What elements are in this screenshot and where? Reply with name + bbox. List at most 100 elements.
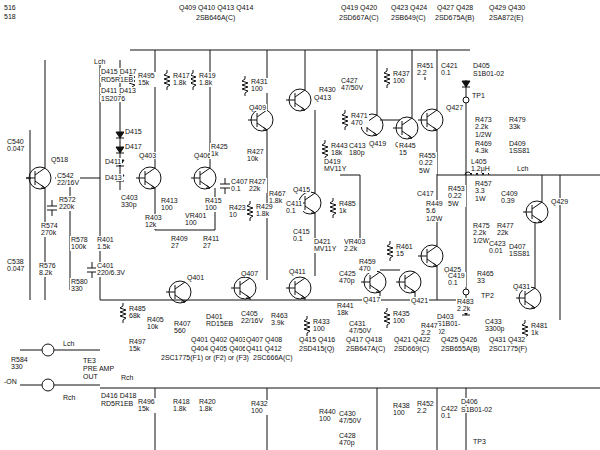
part-label: D413 — [104, 174, 123, 181]
part-label: R477 22k — [496, 222, 515, 237]
part-label: R578 100k — [70, 236, 89, 251]
part-label: C538 0.047 — [6, 258, 26, 273]
part-label: R469 4.3k — [474, 140, 493, 155]
part-label: 2SC1775(F1) or (F2) or (F3) — [160, 354, 250, 361]
part-label: C433 3300p — [484, 318, 505, 333]
part-label: D406 — [460, 398, 479, 405]
transistor-symbol — [191, 167, 216, 189]
part-label: R443 18k — [330, 142, 349, 157]
wire — [437, 80, 600, 320]
transistor-symbol — [286, 89, 311, 111]
part-label: R447 2.2 — [420, 322, 439, 337]
part-label: Q429 — [550, 198, 569, 205]
part-label: Q423 Q424 — [390, 4, 428, 11]
part-label: R405 10k — [146, 316, 165, 331]
part-label: R417 1.8k — [172, 72, 191, 87]
capacitor-symbol — [220, 178, 230, 194]
part-label: PRE AMP — [82, 365, 115, 372]
wires — [20, 50, 600, 450]
part-label: D401 RD15EB — [205, 313, 234, 328]
part-label: 2SB655A(B) — [440, 345, 481, 352]
resistor-symbol — [304, 316, 310, 336]
transistor-symbol — [248, 109, 273, 131]
part-label: R415 100 — [204, 197, 223, 212]
part-label: Q407 Q408 — [245, 336, 283, 343]
part-label: Q403 — [138, 152, 157, 159]
part-label: 2SD415(Q) — [298, 345, 335, 352]
part-label: C423 0.01 — [488, 240, 507, 255]
part-label: TP3 — [472, 438, 487, 445]
part-label: C415 0.1 — [292, 228, 311, 243]
part-label: TE3 — [82, 357, 97, 364]
part-label: C417 — [416, 190, 435, 197]
part-label: Q401 — [186, 274, 205, 281]
part-label: C422 0.1 — [440, 405, 459, 420]
part-label: D411 D413 — [100, 87, 137, 94]
part-label: R425 1k — [210, 143, 229, 158]
resistor-symbol — [387, 241, 393, 261]
wire — [130, 50, 470, 51]
part-label: Q518 — [50, 156, 69, 163]
part-label: 2SB649(C) — [390, 14, 427, 21]
part-label: R420 1.8k — [198, 398, 217, 413]
part-label: R497 15k — [128, 338, 147, 353]
part-label: Q411 — [288, 268, 307, 275]
part-label: Q425 Q426 — [440, 336, 478, 343]
part-label: R419 1.8k — [198, 72, 217, 87]
part-label: Q431 — [512, 283, 531, 290]
resistor-symbol — [330, 198, 336, 218]
part-label: R411 27 — [202, 235, 220, 250]
part-label: R496 15k — [137, 398, 156, 413]
part-label: R413 100 — [160, 197, 179, 212]
part-label: D415 — [124, 128, 143, 135]
part-label: D416 D418 — [100, 392, 137, 399]
part-label: R576 8.2k — [38, 262, 57, 277]
test-point — [463, 97, 469, 103]
resistor-symbol — [322, 140, 328, 160]
part-label: C407 0.1 — [230, 178, 249, 193]
resistor-symbol — [384, 68, 390, 88]
part-label: R483 2.2k — [456, 298, 475, 313]
part-label: D411 — [104, 158, 122, 165]
part-label: R409 27 — [170, 235, 189, 250]
part-label: R438 100 — [392, 402, 411, 417]
part-label: 2SC1775(F) — [488, 345, 528, 352]
part-label: D415 D417 — [100, 68, 137, 75]
part-label: 2SD669(C) — [393, 345, 430, 352]
transistor-symbol — [418, 245, 443, 267]
part-label: R481 1k — [530, 322, 549, 337]
transistor-symbol — [393, 117, 418, 139]
part-label: R431 100 — [250, 78, 269, 93]
resistor-symbol — [164, 70, 170, 90]
resistor-symbol — [247, 201, 253, 221]
part-label: R572 220k — [58, 196, 77, 211]
part-label: R407 560 — [173, 320, 192, 335]
transistor-symbol — [523, 201, 548, 223]
part-label: 516 — [3, 4, 17, 11]
part-label: C409 0.39 — [500, 190, 519, 205]
part-label: R495 15k — [137, 72, 156, 87]
part-label: R401 1.5k — [96, 236, 115, 251]
part-label: Lch — [93, 58, 106, 65]
transistor-symbol — [396, 271, 421, 293]
part-label: D421 MV11Y — [313, 238, 337, 253]
part-label: R432 100 — [250, 400, 269, 415]
part-label: R437 100 — [392, 70, 411, 85]
part-label: OUT — [82, 373, 99, 380]
part-label: Q421 — [410, 297, 429, 304]
diode-symbol — [116, 132, 124, 138]
part-label: VR401 100 — [184, 212, 207, 227]
part-label: 2SB647A(C) — [345, 345, 386, 352]
part-label: R455 0.22 5W — [418, 152, 437, 174]
transistor-symbol — [26, 167, 51, 189]
part-label: L405 1.2μH — [470, 158, 491, 173]
part-label: Q411 Q412 — [245, 345, 283, 352]
part-label: R485 68k — [128, 305, 147, 320]
part-label: R465 33 — [476, 270, 495, 285]
part-label: R485 1k — [338, 200, 357, 215]
part-label: R433 100 — [312, 318, 331, 333]
part-label: R574 270k — [40, 222, 59, 237]
part-label: Lch — [62, 340, 75, 347]
part-label: R452 2.2 — [416, 400, 435, 415]
